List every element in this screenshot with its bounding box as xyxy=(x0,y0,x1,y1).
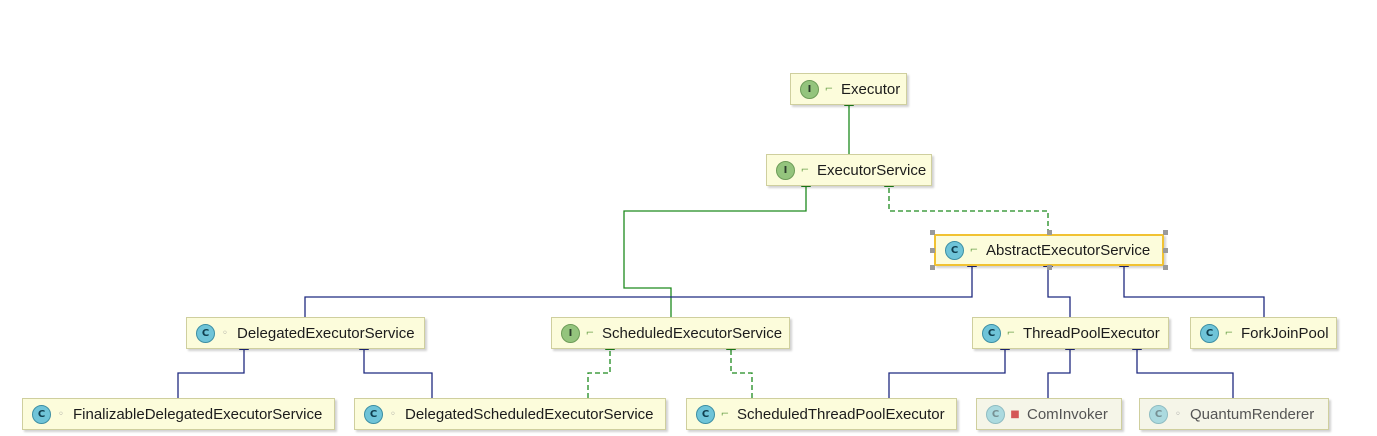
package-icon: ◦ xyxy=(390,408,396,420)
selection-handle[interactable] xyxy=(1047,265,1052,270)
node-label: QuantumRenderer xyxy=(1190,405,1315,423)
node-scheduled-executor-service[interactable]: I ⌐ ScheduledExecutorService xyxy=(551,317,790,349)
node-label: ThreadPoolExecutor xyxy=(1023,324,1160,342)
node-com-invoker[interactable]: C ■ ComInvoker xyxy=(976,398,1122,430)
class-icon: C xyxy=(982,323,1001,343)
node-label: DelegatedScheduledExecutorService xyxy=(405,405,654,423)
class-icon: C xyxy=(1200,323,1219,343)
class-icon: C xyxy=(986,404,1005,424)
node-label: ForkJoinPool xyxy=(1241,324,1329,342)
lock-icon: ■ xyxy=(1010,408,1020,420)
package-icon: ◦ xyxy=(222,327,228,339)
unlocked-icon: ⌐ xyxy=(720,408,730,420)
node-executor[interactable]: I ⌐ Executor xyxy=(790,73,907,105)
edge-scheduled-thread-pool-executor-to-scheduled-executor-service[interactable] xyxy=(726,339,753,398)
selection-handle[interactable] xyxy=(1163,265,1168,270)
node-label: ScheduledThreadPoolExecutor xyxy=(737,405,945,423)
edge-abstract-executor-service-to-executor-service[interactable] xyxy=(884,176,1049,234)
class-icon: C xyxy=(945,240,964,260)
selection-handle[interactable] xyxy=(1163,248,1168,253)
node-label: ScheduledExecutorService xyxy=(602,324,783,342)
node-delegated-scheduled-executor-service[interactable]: C ◦ DelegatedScheduledExecutorService xyxy=(354,398,666,430)
selection-handle[interactable] xyxy=(930,248,935,253)
node-label: ComInvoker xyxy=(1027,405,1108,423)
selection-handle[interactable] xyxy=(930,265,935,270)
package-icon: ◦ xyxy=(58,408,64,420)
unlocked-icon: ⌐ xyxy=(824,83,834,95)
edge-finalizable-delegated-executor-service-to-delegated-executor-service[interactable] xyxy=(177,339,249,398)
node-label: ExecutorService xyxy=(817,161,927,179)
node-delegated-executor-service[interactable]: C ◦ DelegatedExecutorService xyxy=(186,317,425,349)
edge-scheduled-thread-pool-executor-to-thread-pool-executor[interactable] xyxy=(888,339,1010,398)
unlocked-icon: ⌐ xyxy=(585,327,595,339)
edge-com-invoker-to-thread-pool-executor[interactable] xyxy=(1047,339,1075,398)
node-quantum-renderer[interactable]: C ◦ QuantumRenderer xyxy=(1139,398,1329,430)
node-fork-join-pool[interactable]: C ⌐ ForkJoinPool xyxy=(1190,317,1337,349)
class-icon: C xyxy=(696,404,715,424)
node-label: DelegatedExecutorService xyxy=(237,324,415,342)
edge-thread-pool-executor-to-abstract-executor-service[interactable] xyxy=(1043,256,1071,317)
edge-quantum-renderer-to-thread-pool-executor[interactable] xyxy=(1132,339,1234,398)
interface-icon: I xyxy=(561,323,580,343)
node-finalizable-delegated-executor-service[interactable]: C ◦ FinalizableDelegatedExecutorService xyxy=(22,398,335,430)
edges-layer xyxy=(177,95,1265,398)
node-executor-service[interactable]: I ⌐ ExecutorService xyxy=(766,154,932,186)
class-icon: C xyxy=(364,404,383,424)
unlocked-icon: ⌐ xyxy=(1224,327,1234,339)
edge-delegated-scheduled-executor-service-to-scheduled-executor-service[interactable] xyxy=(587,339,615,398)
edge-fork-join-pool-to-abstract-executor-service[interactable] xyxy=(1119,256,1265,317)
node-scheduled-thread-pool-executor[interactable]: C ⌐ ScheduledThreadPoolExecutor xyxy=(686,398,957,430)
edge-scheduled-executor-service-to-executor-service[interactable] xyxy=(623,176,811,317)
class-icon: C xyxy=(196,323,215,343)
node-label: Executor xyxy=(841,80,901,98)
node-abstract-executor-service[interactable]: C ⌐ AbstractExecutorService xyxy=(934,234,1164,266)
package-icon: ◦ xyxy=(1175,408,1181,420)
selection-handle[interactable] xyxy=(1163,230,1168,235)
interface-icon: I xyxy=(800,79,819,99)
interface-icon: I xyxy=(776,160,795,180)
edge-delegated-executor-service-to-abstract-executor-service[interactable] xyxy=(304,256,977,317)
unlocked-icon: ⌐ xyxy=(800,164,810,176)
node-thread-pool-executor[interactable]: C ⌐ ThreadPoolExecutor xyxy=(972,317,1169,349)
unlocked-icon: ⌐ xyxy=(969,244,979,256)
edge-delegated-scheduled-executor-service-to-delegated-executor-service[interactable] xyxy=(359,339,433,398)
unlocked-icon: ⌐ xyxy=(1006,327,1016,339)
selection-handle[interactable] xyxy=(1047,230,1052,235)
node-label: AbstractExecutorService xyxy=(986,241,1151,259)
selection-handle[interactable] xyxy=(930,230,935,235)
class-icon: C xyxy=(1149,404,1168,424)
node-label: FinalizableDelegatedExecutorService xyxy=(73,405,323,423)
class-icon: C xyxy=(32,404,51,424)
